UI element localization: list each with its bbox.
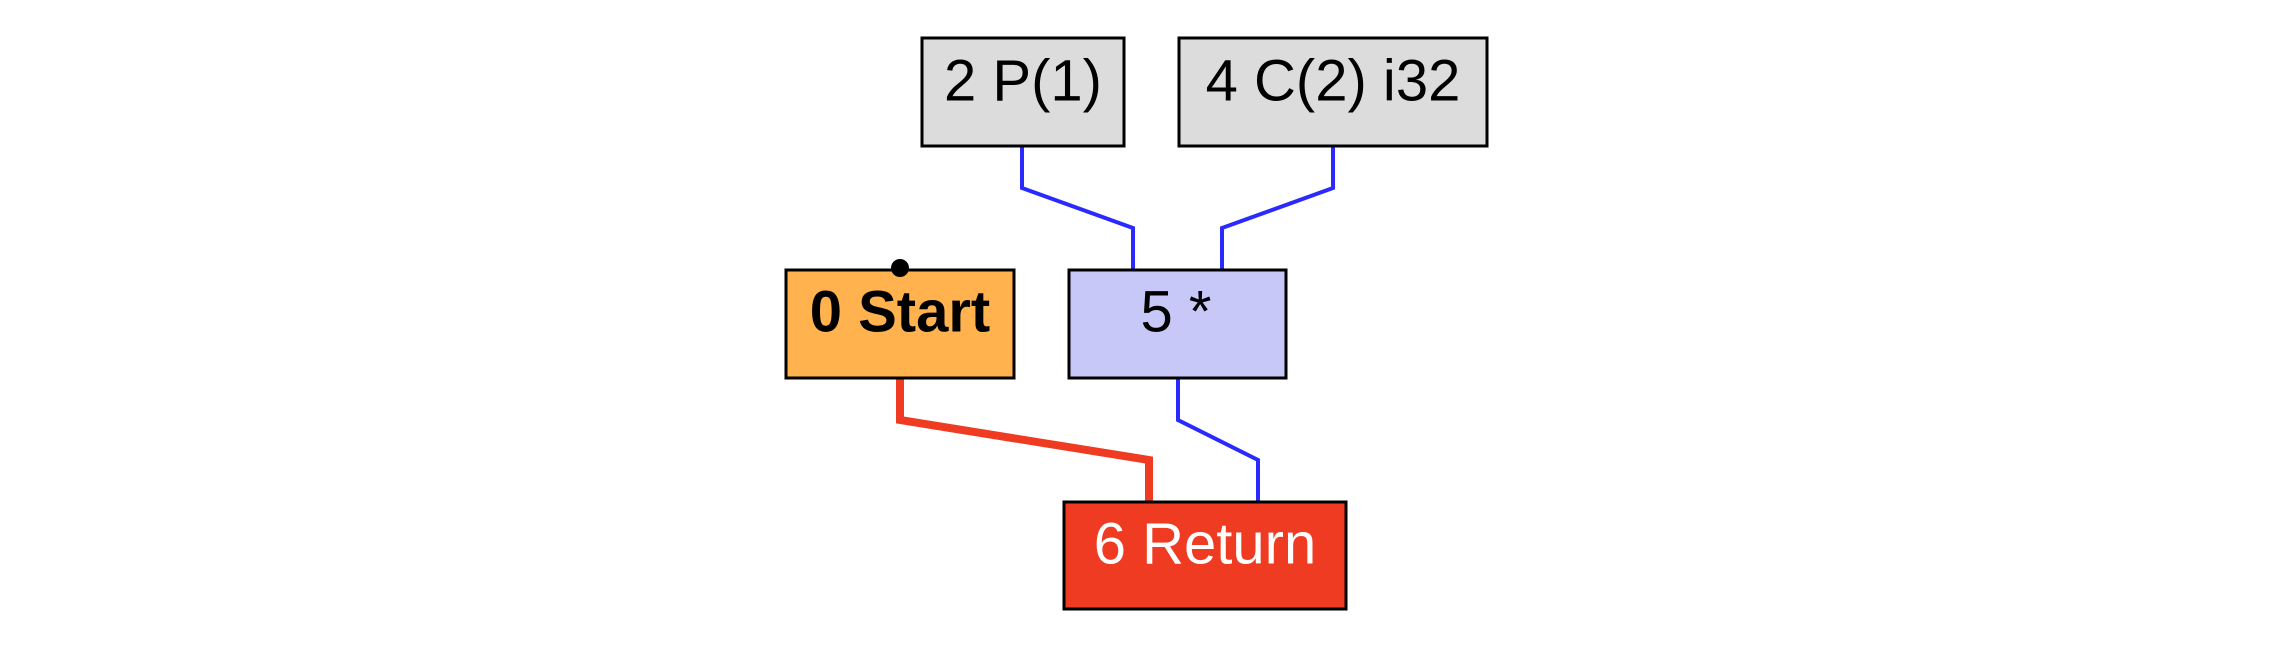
node-param-label: 2 P(1) (944, 48, 1102, 113)
node-start-port-dot (891, 259, 909, 277)
node-start[interactable]: 0 Start (784, 259, 1016, 380)
node-param[interactable]: 2 P(1) (920, 36, 1126, 148)
node-start-label: 0 Start (810, 279, 991, 344)
node-mul-label: 5 * (1141, 279, 1212, 344)
node-const-box (1177, 36, 1489, 148)
edge-mul-to-return (1176, 378, 1260, 502)
node-param-box (920, 36, 1126, 148)
edge-const-to-mul (1220, 146, 1335, 270)
edge-param-to-mul (1020, 146, 1135, 270)
node-mul-box (1067, 268, 1288, 380)
node-const-label: 4 C(2) i32 (1206, 48, 1461, 113)
node-return-label: 6 Return (1094, 511, 1316, 576)
edge-start-to-return (896, 378, 1153, 502)
node-mul[interactable]: 5 * (1067, 268, 1288, 380)
node-return[interactable]: 6 Return (1062, 500, 1348, 611)
node-return-box (1062, 500, 1348, 611)
node-const[interactable]: 4 C(2) i32 (1177, 36, 1489, 148)
